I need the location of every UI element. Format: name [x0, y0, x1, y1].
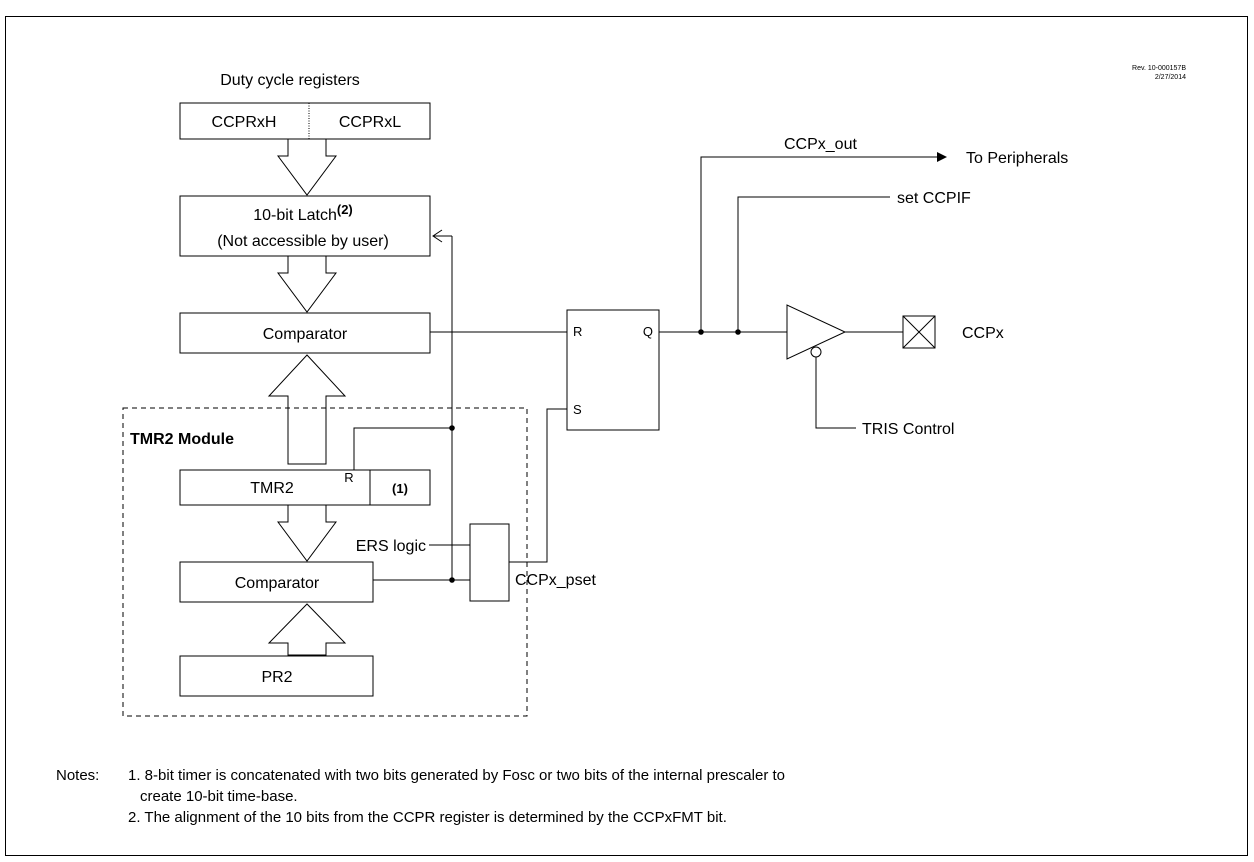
bus-arrow-registers-to-latch: [277, 138, 337, 196]
ers-logic-gate: [469, 523, 510, 602]
sr-flipflop: [566, 309, 660, 431]
bus-arrow-pr2-to-comparator: [267, 603, 347, 656]
latch-label-group: 10-bit Latch(2): [253, 202, 353, 224]
ccpx-pset-wire: [509, 408, 567, 563]
latch-box: [179, 195, 431, 257]
to-peripherals-label: To Peripherals: [966, 150, 1068, 167]
notes-row-1: Notes: 1. 8-bit timer is concatenated wi…: [56, 765, 785, 786]
latch-note-ref: (2): [337, 202, 353, 217]
notes-row-2: create 10-bit time-base.: [56, 786, 298, 807]
set-ccpif-wire: [737, 196, 890, 332]
ccpx-pin-icon: [902, 315, 936, 349]
revision-line-1: Rev. 10-000157B: [1132, 65, 1186, 72]
note-1-line-1: 1. 8-bit timer is concatenated with two …: [128, 767, 785, 784]
comparator-lower-box: [179, 561, 374, 603]
diagram-frame: [5, 16, 1248, 856]
tmr2-register-label: TMR2: [250, 480, 294, 497]
revision-line-2: 2/27/2014: [1155, 74, 1186, 81]
tris-control-label: TRIS Control: [862, 421, 954, 438]
ccpx-pin-label: CCPx: [962, 325, 1004, 342]
ccprxl-register: CCPRxL: [339, 114, 401, 131]
tmr2-note-ref: (1): [392, 481, 408, 496]
bus-arrow-latch-to-comparator: [277, 255, 337, 313]
comparator-lower-label: Comparator: [235, 575, 320, 592]
duty-cycle-title: Duty cycle registers: [220, 72, 360, 89]
notes-heading: Notes:: [56, 767, 100, 784]
tmr2-module-title: TMR2 Module: [130, 431, 234, 448]
junction-dot-reset: [449, 425, 455, 431]
ccpx-out-wire: [700, 152, 947, 332]
junction-dot-match: [449, 577, 455, 583]
note-1-line-2: create 10-bit time-base.: [140, 788, 298, 805]
notes-section: Notes: 1. 8-bit timer is concatenated wi…: [56, 765, 785, 828]
latch-label: 10-bit Latch: [253, 207, 337, 224]
ccprxh-register: CCPRxH: [212, 114, 277, 131]
bus-arrow-tmr2-to-lower-comparator: [277, 504, 337, 562]
tmr2-reset-pin-label: R: [344, 470, 353, 485]
flipflop-s-pin: S: [573, 402, 582, 417]
comparator-top-label: Comparator: [263, 326, 348, 343]
tmr2-reset-wire: [353, 427, 452, 470]
tristate-enable-bubble: [810, 346, 822, 358]
notes-row-3: 2. The alignment of the 10 bits from the…: [56, 807, 727, 828]
note-2: 2. The alignment of the 10 bits from the…: [128, 809, 727, 826]
tris-control-wire: [815, 357, 856, 429]
ccpx-pset-label: CCPx_pset: [515, 572, 596, 589]
pr2-register-box: [179, 655, 374, 697]
output-buffer-triangle: [786, 304, 847, 360]
ers-logic-label: ERS logic: [356, 538, 426, 555]
comparator-top-box: [179, 312, 431, 354]
pr2-register-label: PR2: [261, 669, 292, 686]
tmr2-register-box: [179, 469, 431, 506]
flipflop-q-pin: Q: [643, 324, 653, 339]
bus-arrow-tmr2-to-comparator: [267, 354, 347, 465]
ccpx-out-label: CCPx_out: [784, 136, 857, 153]
flipflop-r-pin: R: [573, 324, 582, 339]
latch-sublabel: (Not accessible by user): [217, 233, 389, 250]
set-ccpif-label: set CCPIF: [897, 190, 971, 207]
